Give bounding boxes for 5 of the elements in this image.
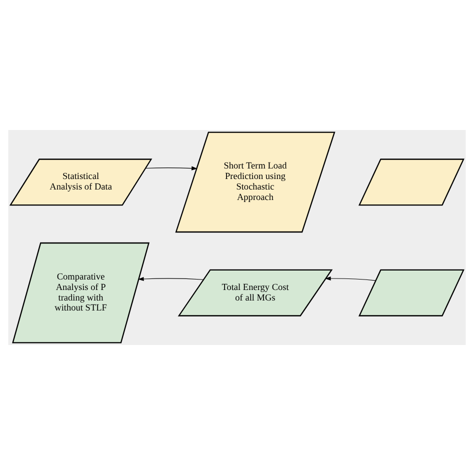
node-parallelogram bbox=[358, 268, 464, 316]
arrow bbox=[138, 276, 204, 281]
node-parallelogram bbox=[358, 158, 464, 206]
arrow bbox=[145, 166, 198, 170]
arrow bbox=[325, 276, 376, 280]
